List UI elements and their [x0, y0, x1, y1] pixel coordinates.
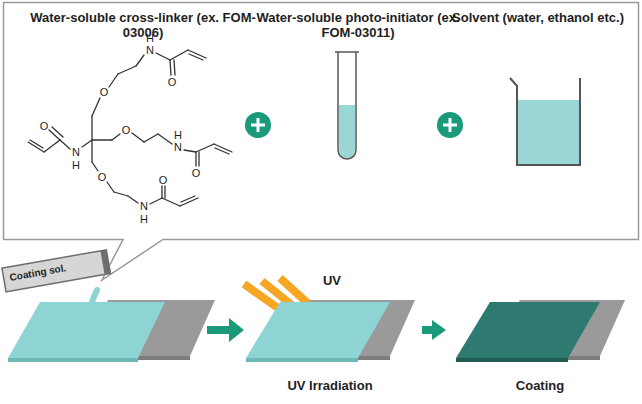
beaker: [510, 78, 580, 165]
uv-plate: UV Irradiation: [240, 292, 420, 402]
atom-label: H: [72, 159, 80, 171]
step-caption: Coating: [450, 378, 630, 393]
atom-label: N: [146, 44, 154, 56]
component-heading: Water-soluble photo-initiator (ex. FOM-0…: [248, 10, 468, 40]
plus-sign: [437, 112, 463, 138]
atom-label: N: [140, 200, 148, 212]
process-arrow: [207, 318, 244, 342]
coating-can: Coating sol.: [2, 250, 111, 292]
atom-label: O: [122, 124, 131, 136]
coated-plate: Coating: [450, 292, 630, 402]
atom-label: N: [72, 146, 80, 158]
atom-label: H: [174, 129, 182, 141]
atom-label: H: [146, 32, 154, 44]
substrate-plate: [8, 300, 215, 362]
atom-label: O: [98, 171, 107, 183]
uv-label: UV: [323, 273, 341, 288]
atom-label: O: [192, 167, 201, 179]
test-tube: [335, 52, 359, 159]
chemical-structure: [28, 50, 232, 206]
pouring-stream: [86, 290, 97, 322]
atom-label: O: [168, 76, 177, 88]
atom-label: H: [140, 213, 148, 225]
callout-panel: Water-soluble cross-linker (ex. FOM-0300…: [3, 2, 639, 240]
atom-label: O: [159, 174, 168, 186]
component-heading: Solvent (water, ethanol etc.): [443, 10, 633, 25]
atom-label: O: [40, 120, 49, 132]
callout-panel-outline: [3, 2, 639, 240]
component-heading: Water-soluble cross-linker (ex. FOM-0300…: [23, 10, 263, 40]
atom-label: O: [100, 86, 109, 98]
container-label: Coating sol.: [2, 250, 110, 290]
step-caption: UV Irradiation: [240, 378, 420, 393]
process-arrow: [422, 326, 432, 334]
plus-sign: [245, 112, 271, 138]
atom-label: N: [174, 141, 182, 153]
